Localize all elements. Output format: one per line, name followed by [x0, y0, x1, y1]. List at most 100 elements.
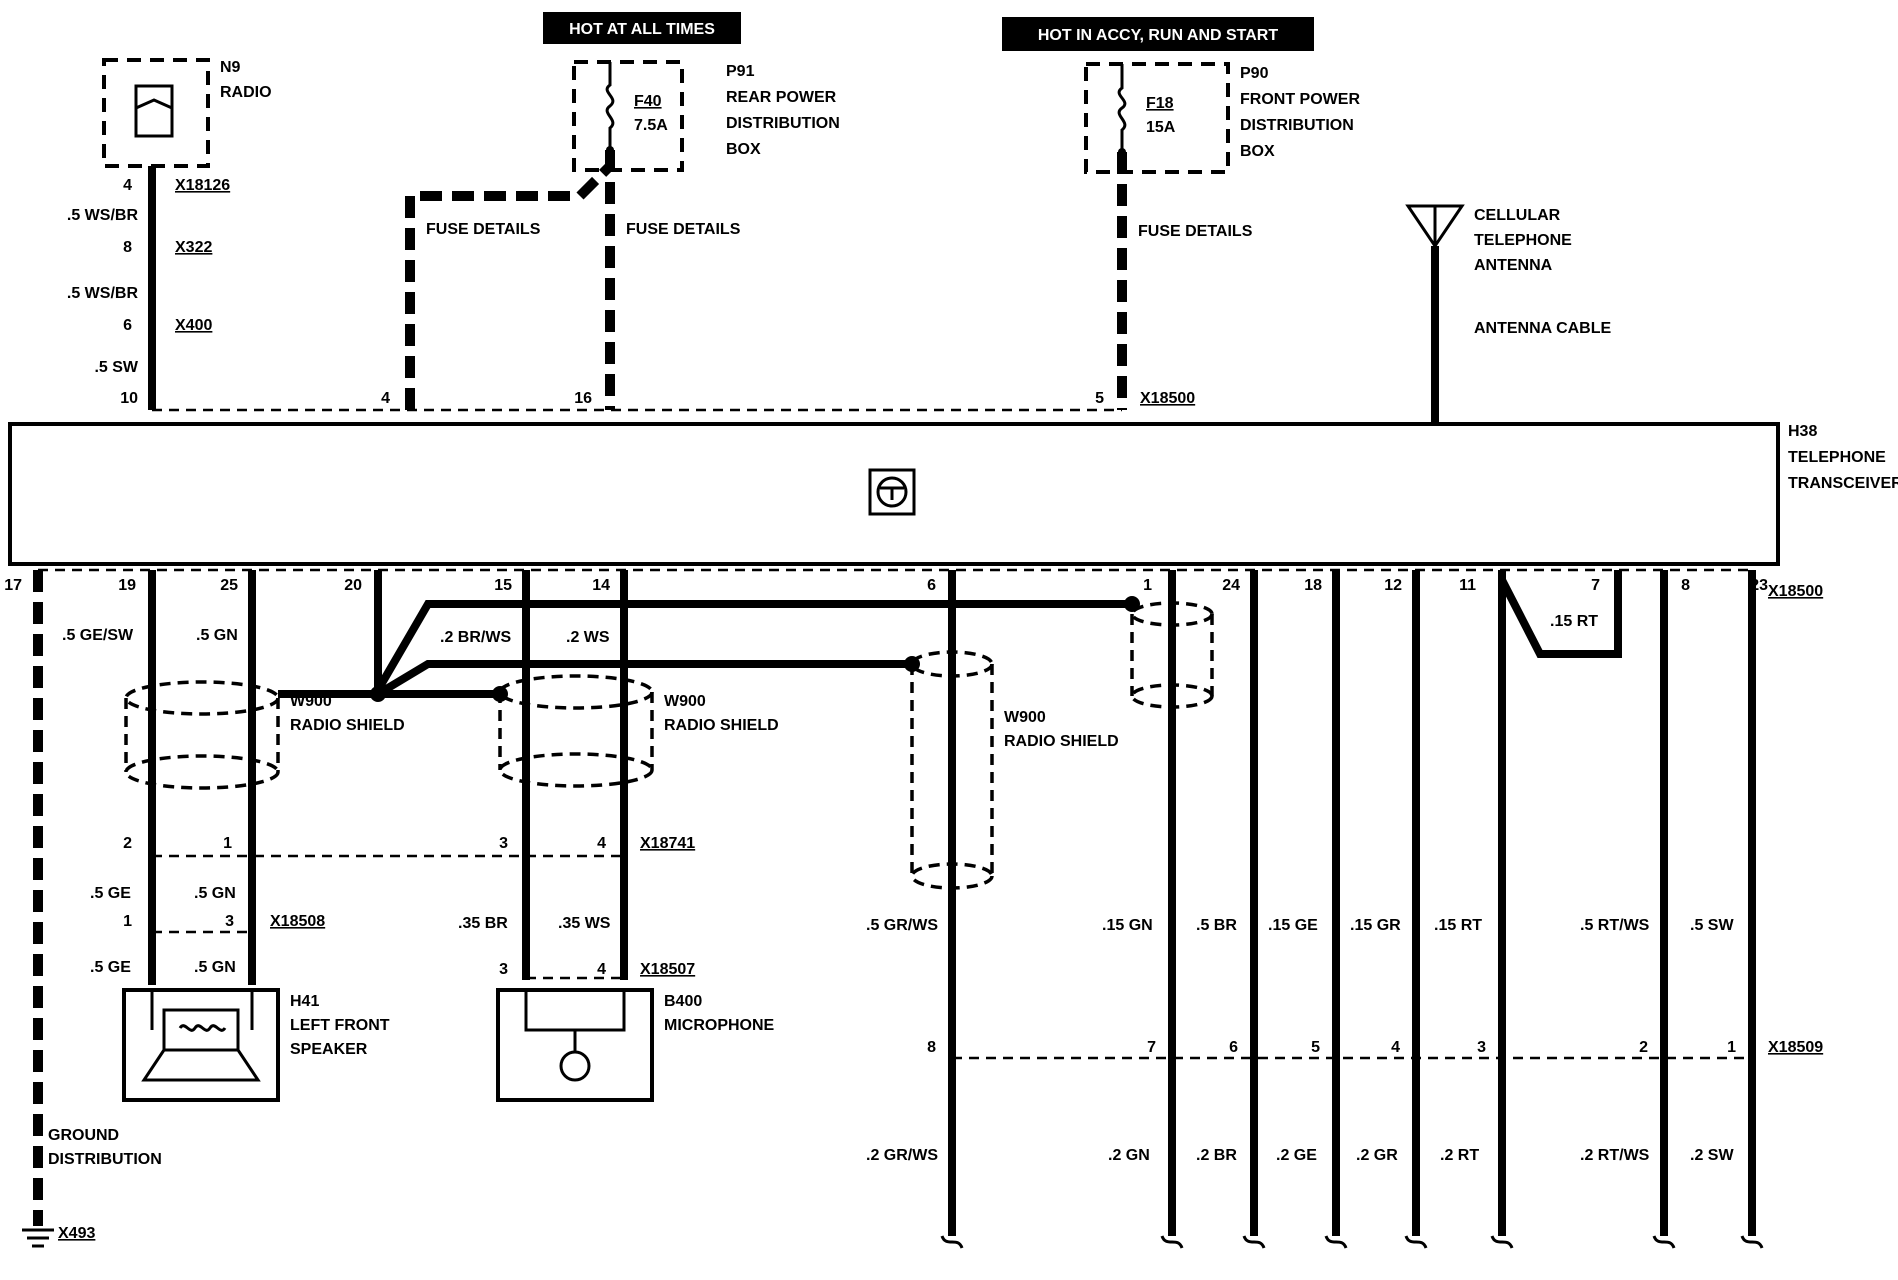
pin-24: 24 — [1222, 577, 1240, 594]
speaker-line2: SPEAKER — [290, 1041, 368, 1058]
radio-wire-2: .5 WS/BR — [67, 285, 139, 302]
hot-in-accy-label: HOT IN ACCY, RUN AND START — [1002, 17, 1314, 51]
fuse-f18-rating: 15A — [1146, 119, 1176, 136]
conn-x18126: X18126 — [175, 177, 230, 194]
speaker-wire-gn: .5 GN — [194, 885, 236, 902]
p90-line2: DISTRIBUTION — [1240, 117, 1354, 134]
x18507-pin-4: 4 — [597, 961, 606, 978]
shield-3-code: W900 — [1004, 709, 1046, 726]
speaker-line1: LEFT FRONT — [290, 1017, 390, 1034]
rw-upper-5: .15 GR — [1350, 917, 1401, 934]
radio-wire-3: .5 SW — [94, 359, 138, 376]
p90-line3: BOX — [1240, 143, 1275, 160]
x18741-pin-3: 3 — [499, 835, 508, 852]
fuse-f40-rating: 7.5A — [634, 117, 668, 134]
x18508-pin-3: 3 — [225, 913, 234, 930]
right-lower-wire-labels: .2 GR/WS .2 GN .2 BR .2 GE .2 GR .2 RT .… — [866, 1147, 1734, 1164]
radio-shield-2: W900 RADIO SHIELD — [498, 674, 779, 788]
conn-x18500-bottom: X18500 — [1768, 583, 1823, 600]
rw-lower-1: .2 GR/WS — [866, 1147, 938, 1164]
wire-ws: .2 WS — [566, 629, 610, 646]
antenna-cable: ANTENNA CABLE — [1474, 320, 1612, 337]
x18509-pin-2: 2 — [1639, 1039, 1648, 1056]
radio-pin-4: 4 — [123, 177, 132, 194]
radio-wire-1: .5 WS/BR — [67, 207, 139, 224]
x18508-pin-1: 1 — [123, 913, 132, 930]
p91-line1: REAR POWER — [726, 89, 837, 106]
p90-code: P90 — [1240, 65, 1269, 82]
pin-6: 6 — [927, 577, 936, 594]
hot-in-accy-text: HOT IN ACCY, RUN AND START — [1038, 27, 1279, 44]
mic-code: B400 — [664, 993, 702, 1010]
x18741-pin-1: 1 — [223, 835, 232, 852]
p90-line1: FRONT POWER — [1240, 91, 1360, 108]
rw-lower-3: .2 BR — [1196, 1147, 1237, 1164]
hot-at-all-times-label: HOT AT ALL TIMES — [543, 12, 741, 44]
fuse-f40: F40 — [634, 93, 662, 110]
pin-19: 19 — [118, 577, 136, 594]
x18741-pin-4: 4 — [597, 835, 606, 852]
wire-end-marks — [940, 1235, 1764, 1249]
fuse-details-b: FUSE DETAILS — [626, 221, 741, 238]
x18509-pin-6: 6 — [1229, 1039, 1238, 1056]
telephone-icon — [868, 468, 916, 516]
microphone-icon — [524, 990, 626, 1082]
rw-lower-7: .2 RT/WS — [1580, 1147, 1650, 1164]
speaker-wire-ge2: .5 GE — [90, 959, 131, 976]
rw-upper-7: .5 RT/WS — [1580, 917, 1650, 934]
wire-br-ws: .2 BR/WS — [440, 629, 511, 646]
conn-x18500-top: X18500 — [1140, 390, 1195, 407]
shield-2-code: W900 — [664, 693, 706, 710]
pin-14: 14 — [592, 577, 610, 594]
wire-rt-15: .15 RT — [1550, 613, 1598, 630]
conn-x493: X493 — [58, 1225, 95, 1242]
x18509-pin-8: 8 — [927, 1039, 936, 1056]
fuse-f18: F18 — [1146, 95, 1174, 112]
h38-code: H38 — [1788, 423, 1817, 440]
mic-wire-ws: .35 WS — [558, 915, 611, 932]
antenna-line2: TELEPHONE — [1474, 232, 1572, 249]
rw-lower-2: .2 GN — [1108, 1147, 1150, 1164]
speaker-wire-gn2: .5 GN — [194, 959, 236, 976]
wire-ge-sw: .5 GE/SW — [62, 627, 134, 644]
rw-lower-5: .2 GR — [1356, 1147, 1398, 1164]
conn-x18741: X18741 — [640, 835, 695, 852]
shield-3-name: RADIO SHIELD — [1004, 733, 1119, 750]
p91-line2: DISTRIBUTION — [726, 115, 840, 132]
pin-11: 11 — [1459, 577, 1476, 594]
x18509-pin-4: 4 — [1391, 1039, 1400, 1056]
p91-line3: BOX — [726, 141, 761, 158]
radio-n9: N9 RADIO — [102, 58, 272, 168]
x18509-pin-5: 5 — [1311, 1039, 1320, 1056]
antenna-line1: CELLULAR — [1474, 207, 1561, 224]
x18509-pins: 8 7 6 5 4 3 2 1 — [927, 1039, 1736, 1056]
conn-x18507: X18507 — [640, 961, 695, 978]
rw-lower-4: .2 GE — [1276, 1147, 1317, 1164]
mic-wire-br: .35 BR — [458, 915, 508, 932]
right-upper-wire-labels: .5 GR/WS .15 GN .5 BR .15 GE .15 GR .15 … — [866, 917, 1734, 934]
pin-7: 7 — [1591, 577, 1600, 594]
x18509-pin-7: 7 — [1147, 1039, 1156, 1056]
h38-line2: TRANSCEIVER — [1788, 475, 1898, 492]
bottom-pin-numbers: 17 19 25 20 15 14 6 1 24 18 12 11 7 8 23 — [4, 577, 1768, 594]
x18509-pin-1: 1 — [1727, 1039, 1736, 1056]
shield-2-name: RADIO SHIELD — [664, 717, 779, 734]
speaker-icon — [141, 990, 261, 1082]
antenna-icon — [1405, 204, 1465, 249]
radio-code: N9 — [220, 59, 241, 76]
wire-gn-upper: .5 GN — [196, 627, 238, 644]
telephone-transceiver: H38 TELEPHONE TRANSCEIVER — [8, 422, 1898, 566]
radio-shield-4 — [1130, 601, 1214, 709]
rw-upper-6: .15 RT — [1434, 917, 1482, 934]
rw-upper-8: .5 SW — [1690, 917, 1734, 934]
antenna-line3: ANTENNA — [1474, 257, 1553, 274]
mic-name: MICROPHONE — [664, 1017, 775, 1034]
left-front-speaker: H41 LEFT FRONT SPEAKER — [122, 988, 390, 1102]
pin-20: 20 — [344, 577, 362, 594]
pin-8: 8 — [1681, 577, 1690, 594]
x322-pin: 8 — [123, 239, 132, 256]
rw-upper-2: .15 GN — [1102, 917, 1153, 934]
pin-18: 18 — [1304, 577, 1322, 594]
h38-line1: TELEPHONE — [1788, 449, 1886, 466]
